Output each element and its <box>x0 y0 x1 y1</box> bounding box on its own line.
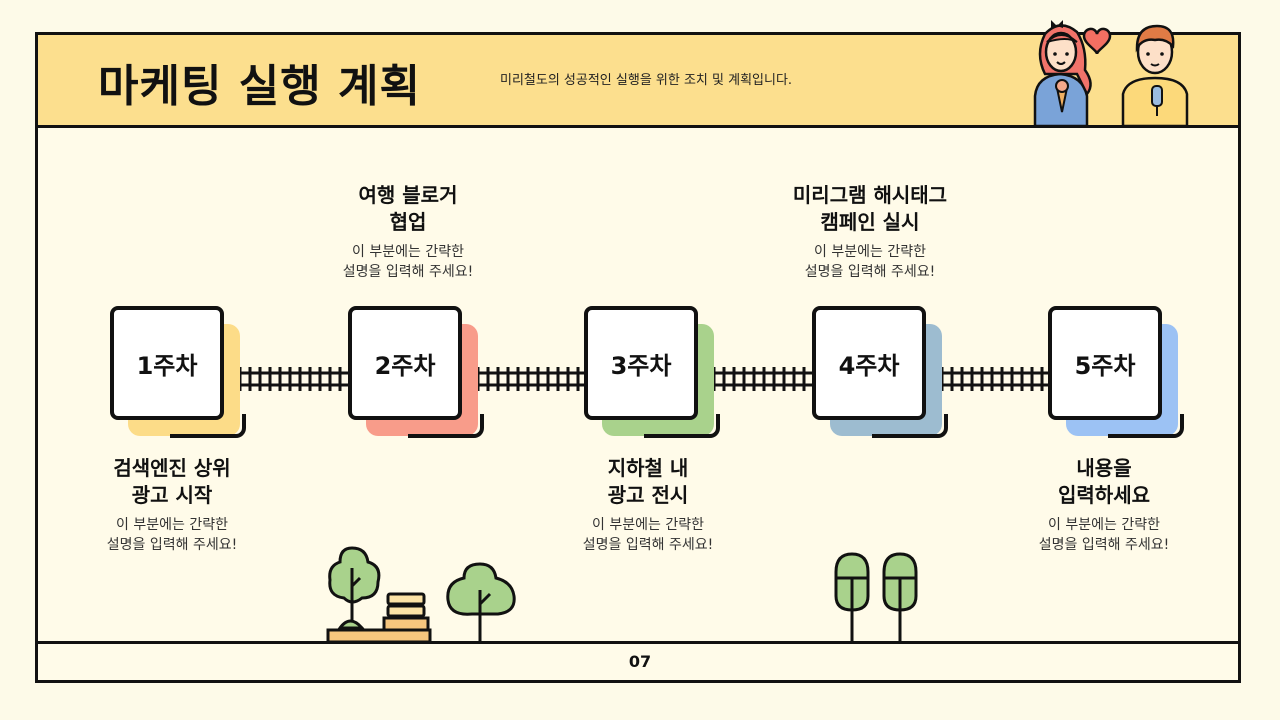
step-3-desc: 이 부분에는 간략한 설명을 입력해 주세요! <box>582 517 714 553</box>
step-3-title: 지하철 내 광고 전시 <box>607 456 689 507</box>
couple-illustration <box>1033 20 1189 126</box>
step-label: 4주차 <box>812 306 926 420</box>
rail-track-1 <box>236 367 348 391</box>
step-card-4: 4주차 <box>812 306 952 446</box>
step-label: 5주차 <box>1048 306 1162 420</box>
page-title: 마케팅 실행 계획 <box>98 61 421 112</box>
rail-track-2 <box>474 367 584 391</box>
card-corner <box>170 414 246 438</box>
step-4-desc: 이 부분에는 간략한 설명을 입력해 주세요! <box>804 244 936 280</box>
step-label: 3주차 <box>584 306 698 420</box>
step-card-2: 2주차 <box>348 306 488 446</box>
card-corner <box>872 414 948 438</box>
rail-track-3 <box>710 367 812 391</box>
step-1-title: 검색엔진 상위 광고 시작 <box>113 456 231 507</box>
step-2-desc: 이 부분에는 간략한 설명을 입력해 주세요! <box>342 244 474 280</box>
step-5-desc: 이 부분에는 간략한 설명을 입력해 주세요! <box>1038 517 1170 553</box>
card-corner <box>408 414 484 438</box>
page-subtitle: 미리철도의 성공적인 실행을 위한 조치 및 계획입니다. <box>500 73 793 88</box>
slim-trees-illustration <box>834 552 918 642</box>
step-card-3: 3주차 <box>584 306 724 446</box>
rail-track-4 <box>938 367 1048 391</box>
park-tree-bench-illustration <box>326 546 516 644</box>
step-card-1: 1주차 <box>110 306 250 446</box>
step-4-title: 미리그램 해시태그 캠페인 실시 <box>792 183 948 234</box>
card-corner <box>644 414 720 438</box>
page-number: 07 <box>628 652 652 671</box>
step-card-5: 5주차 <box>1048 306 1188 446</box>
step-1-desc: 이 부분에는 간략한 설명을 입력해 주세요! <box>106 517 238 553</box>
step-5-title: 내용을 입력하세요 <box>1058 456 1150 507</box>
card-corner <box>1108 414 1184 438</box>
step-2-title: 여행 블로거 협업 <box>358 183 458 234</box>
step-label: 1주차 <box>110 306 224 420</box>
footer-divider <box>38 641 1238 644</box>
step-label: 2주차 <box>348 306 462 420</box>
